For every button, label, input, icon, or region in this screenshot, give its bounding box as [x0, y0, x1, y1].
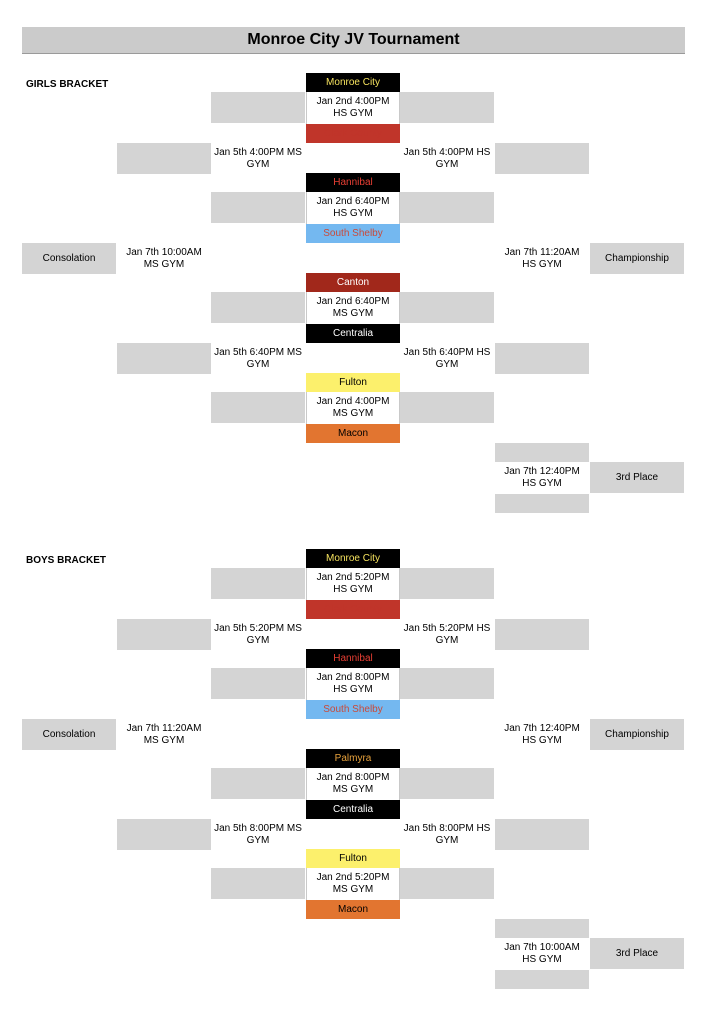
girls-slot-right-r1-0	[400, 92, 494, 123]
girls-slot-left-r2-0	[117, 143, 211, 174]
boys-slot-left-r1-0	[211, 568, 305, 599]
boys-slot-right-r1-0	[400, 568, 494, 599]
boys-third-box: 3rd Place	[590, 938, 684, 969]
girls-team-1: Clark County	[306, 124, 400, 143]
boys-slot-left-r2-1	[117, 819, 211, 850]
girls-team-6: Fulton	[306, 373, 400, 392]
boys-team-2: Hannibal	[306, 649, 400, 668]
girls-slot-right-r2-0	[495, 143, 589, 174]
boys-team-7: Macon	[306, 900, 400, 919]
boys-slot-right-r1-3	[400, 868, 494, 899]
boys-team-6: Fulton	[306, 849, 400, 868]
boys-consolation-box: Consolation	[22, 719, 116, 750]
girls-slot-right-r1-3	[400, 392, 494, 423]
girls-team-2: Hannibal	[306, 173, 400, 192]
page-title: Monroe City JV Tournament	[247, 31, 460, 48]
girls-championship-box: Championship	[590, 243, 684, 274]
boys-championship-box: Championship	[590, 719, 684, 750]
girls-slot-right-r2-1	[495, 343, 589, 374]
title-bar: Monroe City JV Tournament	[22, 27, 685, 54]
boys-slot-right-r2-0	[495, 619, 589, 650]
boys-team-1: Clark County	[306, 600, 400, 619]
girls-team-4: Canton	[306, 273, 400, 292]
girls-slot-left-r1-0	[211, 92, 305, 123]
girls-slot-left-r1-1	[211, 192, 305, 223]
girls-third-box: 3rd Place	[590, 462, 684, 493]
girls-consolation-box: Consolation	[22, 243, 116, 274]
boys-slot-left-r1-1	[211, 668, 305, 699]
boys-third-slot-bottom	[495, 970, 589, 989]
boys-third-slot-top	[495, 919, 589, 938]
boys-slot-left-r1-2	[211, 768, 305, 799]
girls-slot-right-r1-1	[400, 192, 494, 223]
girls-third-slot-bottom	[495, 494, 589, 513]
boys-team-0: Monroe City	[306, 549, 400, 568]
girls-team-3: South Shelby	[306, 224, 400, 243]
girls-slot-right-r1-2	[400, 292, 494, 323]
girls-team-0: Monroe City	[306, 73, 400, 92]
boys-slot-left-r1-3	[211, 868, 305, 899]
boys-slot-left-r2-0	[117, 619, 211, 650]
girls-slot-left-r1-3	[211, 392, 305, 423]
boys-team-5: Centralia	[306, 800, 400, 819]
girls-slot-left-r2-1	[117, 343, 211, 374]
girls-team-7: Macon	[306, 424, 400, 443]
girls-third-slot-top	[495, 443, 589, 462]
girls-team-5: Centralia	[306, 324, 400, 343]
girls-bracket-label: GIRLS BRACKET	[26, 79, 109, 90]
boys-slot-right-r1-2	[400, 768, 494, 799]
boys-slot-right-r1-1	[400, 668, 494, 699]
boys-team-3: South Shelby	[306, 700, 400, 719]
girls-slot-left-r1-2	[211, 292, 305, 323]
boys-bracket-label: BOYS BRACKET	[26, 555, 107, 566]
boys-slot-right-r2-1	[495, 819, 589, 850]
boys-team-4: Palmyra	[306, 749, 400, 768]
